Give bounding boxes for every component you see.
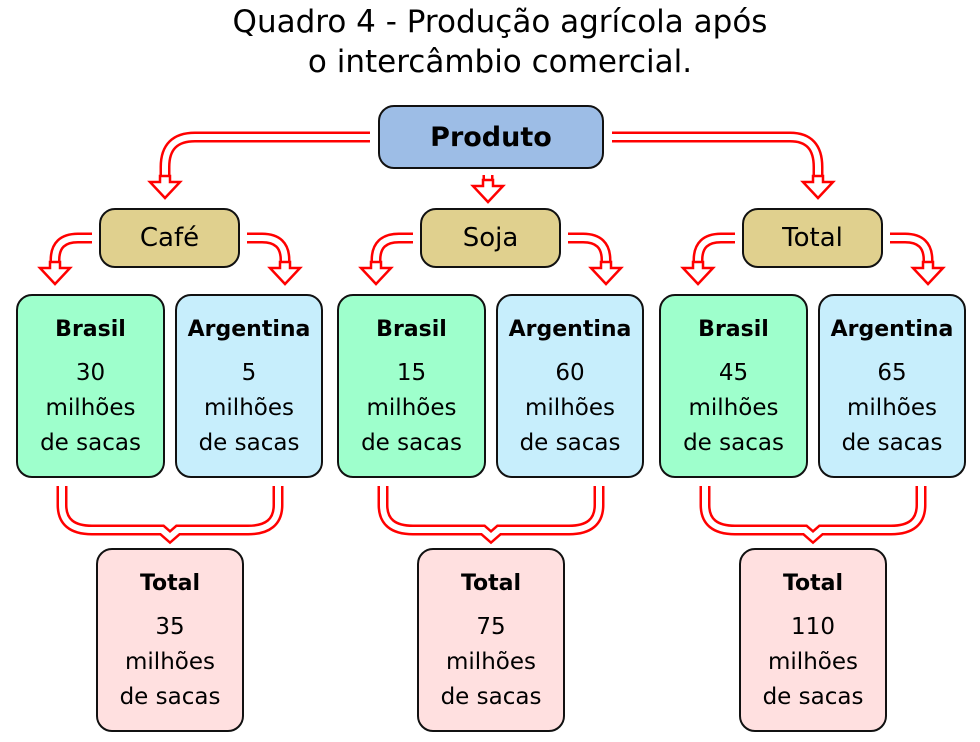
node-unit: de sacas xyxy=(841,429,943,456)
node-unit: de sacas xyxy=(762,683,864,710)
root-label: Produto xyxy=(430,121,552,153)
arrowhead-down-icon xyxy=(588,260,624,286)
soja-total-node: Total 75 milhões de sacas xyxy=(417,548,565,732)
node-value: 75 xyxy=(476,613,506,640)
arrowhead-down-icon xyxy=(147,174,183,200)
arrow-cafe-to-argentina-inner xyxy=(247,235,288,264)
category-label: Café xyxy=(139,223,200,253)
node-unit: de sacas xyxy=(440,683,542,710)
node-value: 30 xyxy=(75,359,106,386)
category-label: Soja xyxy=(462,223,519,253)
arrow-produto-to-total-inner xyxy=(612,134,821,178)
soja-argentina-node: Argentina 60 milhões de sacas xyxy=(496,294,644,478)
arrowhead-down-icon xyxy=(910,260,946,286)
node-heading: Brasil xyxy=(698,316,769,342)
arrow-soja-to-brasil-inner xyxy=(373,235,413,264)
arrow-produto-to-cafe-inner xyxy=(162,134,370,178)
node-unit: milhões xyxy=(525,394,615,421)
node-value: 60 xyxy=(555,359,585,386)
node-value: 15 xyxy=(396,359,427,386)
arrow-soja-to-argentina-inner xyxy=(568,235,609,264)
node-heading: Argentina xyxy=(187,316,311,342)
category-label: Total xyxy=(782,223,843,253)
brace-cafe-to-total-inner xyxy=(59,486,281,541)
node-unit: de sacas xyxy=(519,429,621,456)
arrow-produto-to-total xyxy=(612,131,824,178)
category-node-soja: Soja xyxy=(420,208,561,268)
arrow-cafe-to-brasil-inner xyxy=(52,235,92,264)
node-unit: milhões xyxy=(125,648,215,675)
node-unit: milhões xyxy=(446,648,536,675)
arrow-produto-to-cafe xyxy=(159,131,370,178)
brace-total-to-total-inner xyxy=(702,486,924,541)
node-unit: de sacas xyxy=(119,683,221,710)
node-unit: de sacas xyxy=(361,429,462,456)
node-unit: milhões xyxy=(688,394,779,421)
node-unit: milhões xyxy=(768,648,858,675)
brace-soja-to-total-inner xyxy=(380,486,602,541)
node-unit: de sacas xyxy=(40,429,141,456)
root-node-produto: Produto xyxy=(378,105,604,169)
node-heading: Total xyxy=(460,570,522,596)
node-value: 45 xyxy=(718,359,749,386)
total-total-node: Total 110 milhões de sacas xyxy=(739,548,887,732)
node-value: 65 xyxy=(877,359,907,386)
node-unit: de sacas xyxy=(198,429,300,456)
category-node-cafe: Café xyxy=(99,208,240,268)
node-heading: Argentina xyxy=(830,316,954,342)
node-unit: de sacas xyxy=(683,429,784,456)
node-value: 35 xyxy=(155,613,185,640)
arrow-total-to-argentina-inner xyxy=(890,235,931,264)
node-value: 5 xyxy=(241,359,257,386)
node-heading: Total xyxy=(782,570,844,596)
arrowhead-down-icon xyxy=(680,260,716,286)
title-line-2: o intercâmbio comercial. xyxy=(307,44,693,80)
node-unit: milhões xyxy=(45,394,136,421)
soja-brasil-node: Brasil 15 milhões de sacas xyxy=(337,294,486,478)
diagram-title: Quadro 4 - Produção agrícola após o inte… xyxy=(0,2,980,82)
arrowhead-down-icon xyxy=(358,260,394,286)
node-heading: Total xyxy=(139,570,201,596)
arrowhead-down-icon xyxy=(267,260,303,286)
arrow-total-to-brasil-inner xyxy=(695,235,735,264)
total-argentina-node: Argentina 65 milhões de sacas xyxy=(818,294,966,478)
total-brasil-node: Brasil 45 milhões de sacas xyxy=(659,294,808,478)
title-line-1: Quadro 4 - Produção agrícola após xyxy=(232,4,768,40)
arrowhead-down-icon xyxy=(470,178,506,204)
node-value: 110 xyxy=(791,613,835,640)
arrowhead-down-icon xyxy=(800,174,836,200)
node-unit: milhões xyxy=(204,394,294,421)
node-unit: milhões xyxy=(847,394,937,421)
cafe-argentina-node: Argentina 5 milhões de sacas xyxy=(175,294,323,478)
node-heading: Argentina xyxy=(508,316,632,342)
node-heading: Brasil xyxy=(55,316,126,342)
arrowhead-down-icon xyxy=(37,260,73,286)
cafe-brasil-node: Brasil 30 milhões de sacas xyxy=(16,294,165,478)
node-heading: Brasil xyxy=(376,316,447,342)
node-unit: milhões xyxy=(366,394,457,421)
category-node-total: Total xyxy=(742,208,883,268)
cafe-total-node: Total 35 milhões de sacas xyxy=(96,548,244,732)
